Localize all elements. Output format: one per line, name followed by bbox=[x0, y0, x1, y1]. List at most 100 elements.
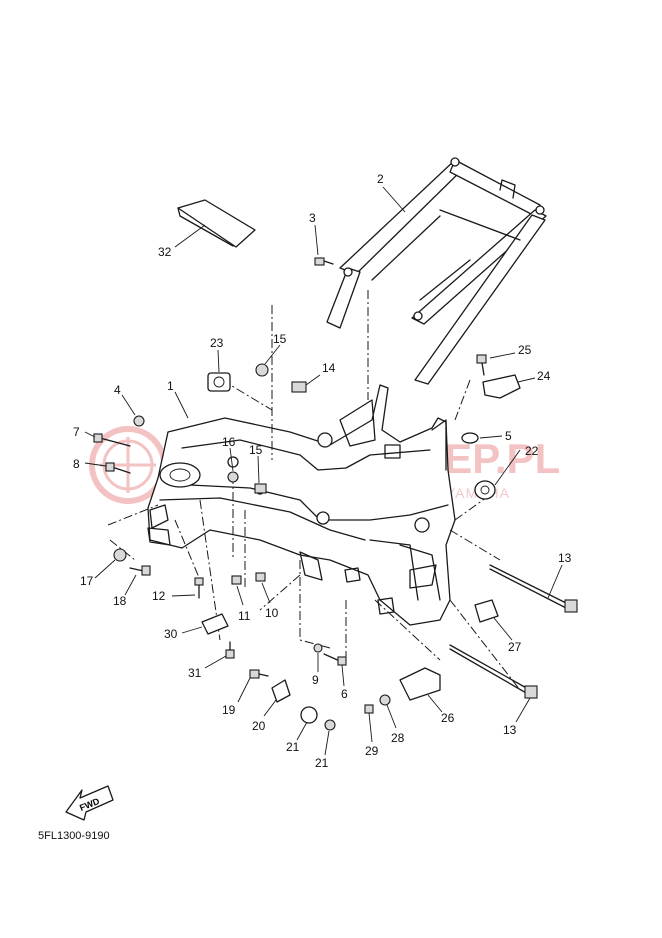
svg-text:26: 26 bbox=[441, 711, 455, 725]
part-25-collar bbox=[474, 480, 496, 500]
callout-27: 23 bbox=[210, 336, 224, 373]
svg-text:2: 2 bbox=[377, 172, 384, 186]
svg-text:22: 22 bbox=[525, 444, 539, 458]
svg-text:19: 19 bbox=[222, 703, 236, 717]
svg-text:20: 20 bbox=[252, 719, 266, 733]
diagram-code: 5FL1300-9190 bbox=[38, 830, 110, 842]
callout-14b: 15 bbox=[249, 443, 263, 484]
part-8-bolt bbox=[105, 462, 131, 474]
callout-3: 3 bbox=[309, 211, 319, 256]
svg-text:16: 16 bbox=[222, 435, 236, 449]
svg-text:1: 1 bbox=[167, 379, 174, 393]
svg-text:11: 11 bbox=[238, 609, 251, 623]
callout-32: 32 bbox=[158, 224, 206, 259]
callout-24: 28 bbox=[386, 704, 405, 745]
part-14-clamp-mid bbox=[254, 483, 267, 494]
fwd-arrow-icon: FWD bbox=[65, 785, 114, 821]
callout-22: 26 bbox=[427, 694, 455, 725]
part-14-clamp-top bbox=[291, 381, 307, 393]
callout-14a: 14 bbox=[305, 361, 336, 386]
part-9-washer bbox=[313, 643, 323, 653]
part-24-nut bbox=[379, 694, 391, 706]
svg-text:18: 18 bbox=[113, 594, 127, 608]
svg-text:29: 29 bbox=[365, 744, 379, 758]
callout-31: 31 bbox=[188, 655, 227, 680]
part-20-collar bbox=[300, 706, 318, 724]
part-26-plate bbox=[474, 599, 499, 623]
callout-16: 17 bbox=[80, 559, 116, 588]
svg-text:25: 25 bbox=[518, 343, 532, 357]
callout-21: 2221 bbox=[315, 730, 330, 770]
part-13-shaft-lower bbox=[449, 644, 538, 699]
part-15-nut-mid bbox=[227, 471, 239, 483]
callout-15a: 15 bbox=[264, 332, 287, 365]
svg-text:8: 8 bbox=[73, 457, 80, 471]
callout-30: 30 bbox=[164, 626, 203, 641]
part-1-main-frame bbox=[147, 384, 456, 626]
svg-text:27: 27 bbox=[508, 640, 522, 654]
svg-text:3: 3 bbox=[309, 211, 316, 225]
part-30-bracket bbox=[201, 613, 229, 635]
part-4-nut bbox=[133, 415, 145, 427]
part-3-bolt bbox=[314, 257, 334, 266]
svg-text:13: 13 bbox=[558, 551, 572, 565]
svg-text:5: 5 bbox=[505, 429, 512, 443]
part-23-bolt bbox=[364, 704, 374, 714]
callout-11: 11 bbox=[236, 585, 251, 623]
callout-13a: 13 bbox=[547, 551, 572, 599]
svg-text:12: 12 bbox=[152, 589, 166, 603]
part-22-guard bbox=[399, 667, 441, 701]
callout-17: 18 bbox=[113, 574, 137, 608]
callout-13b: 13 bbox=[503, 697, 531, 737]
callout-29: 25 bbox=[489, 343, 532, 359]
svg-text:32: 32 bbox=[158, 245, 172, 259]
callout-10: 10 bbox=[261, 582, 279, 620]
svg-text:17: 17 bbox=[80, 574, 94, 588]
svg-text:23: 23 bbox=[210, 336, 224, 350]
part-27-bracket bbox=[207, 372, 231, 392]
svg-text:31: 31 bbox=[188, 666, 202, 680]
part-17-bolt bbox=[129, 565, 151, 576]
callout-5: 5 bbox=[479, 429, 512, 443]
svg-text:30: 30 bbox=[164, 627, 178, 641]
part-19-bracket bbox=[271, 679, 291, 703]
part-31-bolt bbox=[225, 641, 235, 659]
svg-text:10: 10 bbox=[265, 606, 279, 620]
callout-18: 19 bbox=[222, 677, 251, 717]
callout-2: 2 bbox=[377, 172, 406, 213]
small-parts bbox=[93, 257, 578, 731]
part-13-shaft-upper bbox=[489, 564, 578, 613]
part-21-bolt bbox=[324, 719, 336, 731]
part-16-nut bbox=[113, 548, 127, 562]
svg-text:7: 7 bbox=[73, 425, 80, 439]
assembly-lines bbox=[107, 290, 521, 691]
part-5-grommet bbox=[461, 432, 479, 444]
svg-text:15: 15 bbox=[273, 332, 287, 346]
part-2-rear-frame bbox=[326, 157, 547, 385]
svg-text:15: 15 bbox=[249, 443, 263, 457]
callout-28: 24 bbox=[517, 369, 551, 383]
part-10-bolt bbox=[255, 572, 266, 582]
callout-1: 1 bbox=[167, 379, 189, 419]
part-12-bolt bbox=[194, 577, 204, 599]
callout-4: 4 bbox=[114, 383, 136, 416]
callout-19: 20 bbox=[252, 699, 277, 733]
svg-text:9: 9 bbox=[312, 673, 319, 687]
callout-7: 7 bbox=[73, 425, 96, 439]
watermark-logo bbox=[89, 426, 167, 504]
part-7-bolt bbox=[93, 433, 131, 447]
svg-text:13: 13 bbox=[503, 723, 517, 737]
callouts: 2 3 32 15 14 23 25 24 1 4 5 7 8 16 15 22… bbox=[73, 172, 572, 770]
part-32-cover bbox=[177, 199, 256, 248]
callout-9: 9 bbox=[312, 653, 319, 687]
part-11-bolt bbox=[231, 575, 242, 585]
callout-25: 22 bbox=[494, 444, 539, 486]
callout-15b: 16 bbox=[222, 435, 236, 472]
svg-text:28: 28 bbox=[391, 731, 405, 745]
callout-6: 6 bbox=[341, 664, 348, 701]
svg-text:21: 21 bbox=[286, 740, 300, 754]
svg-text:4: 4 bbox=[114, 383, 121, 397]
callout-23: 29 bbox=[365, 712, 379, 758]
